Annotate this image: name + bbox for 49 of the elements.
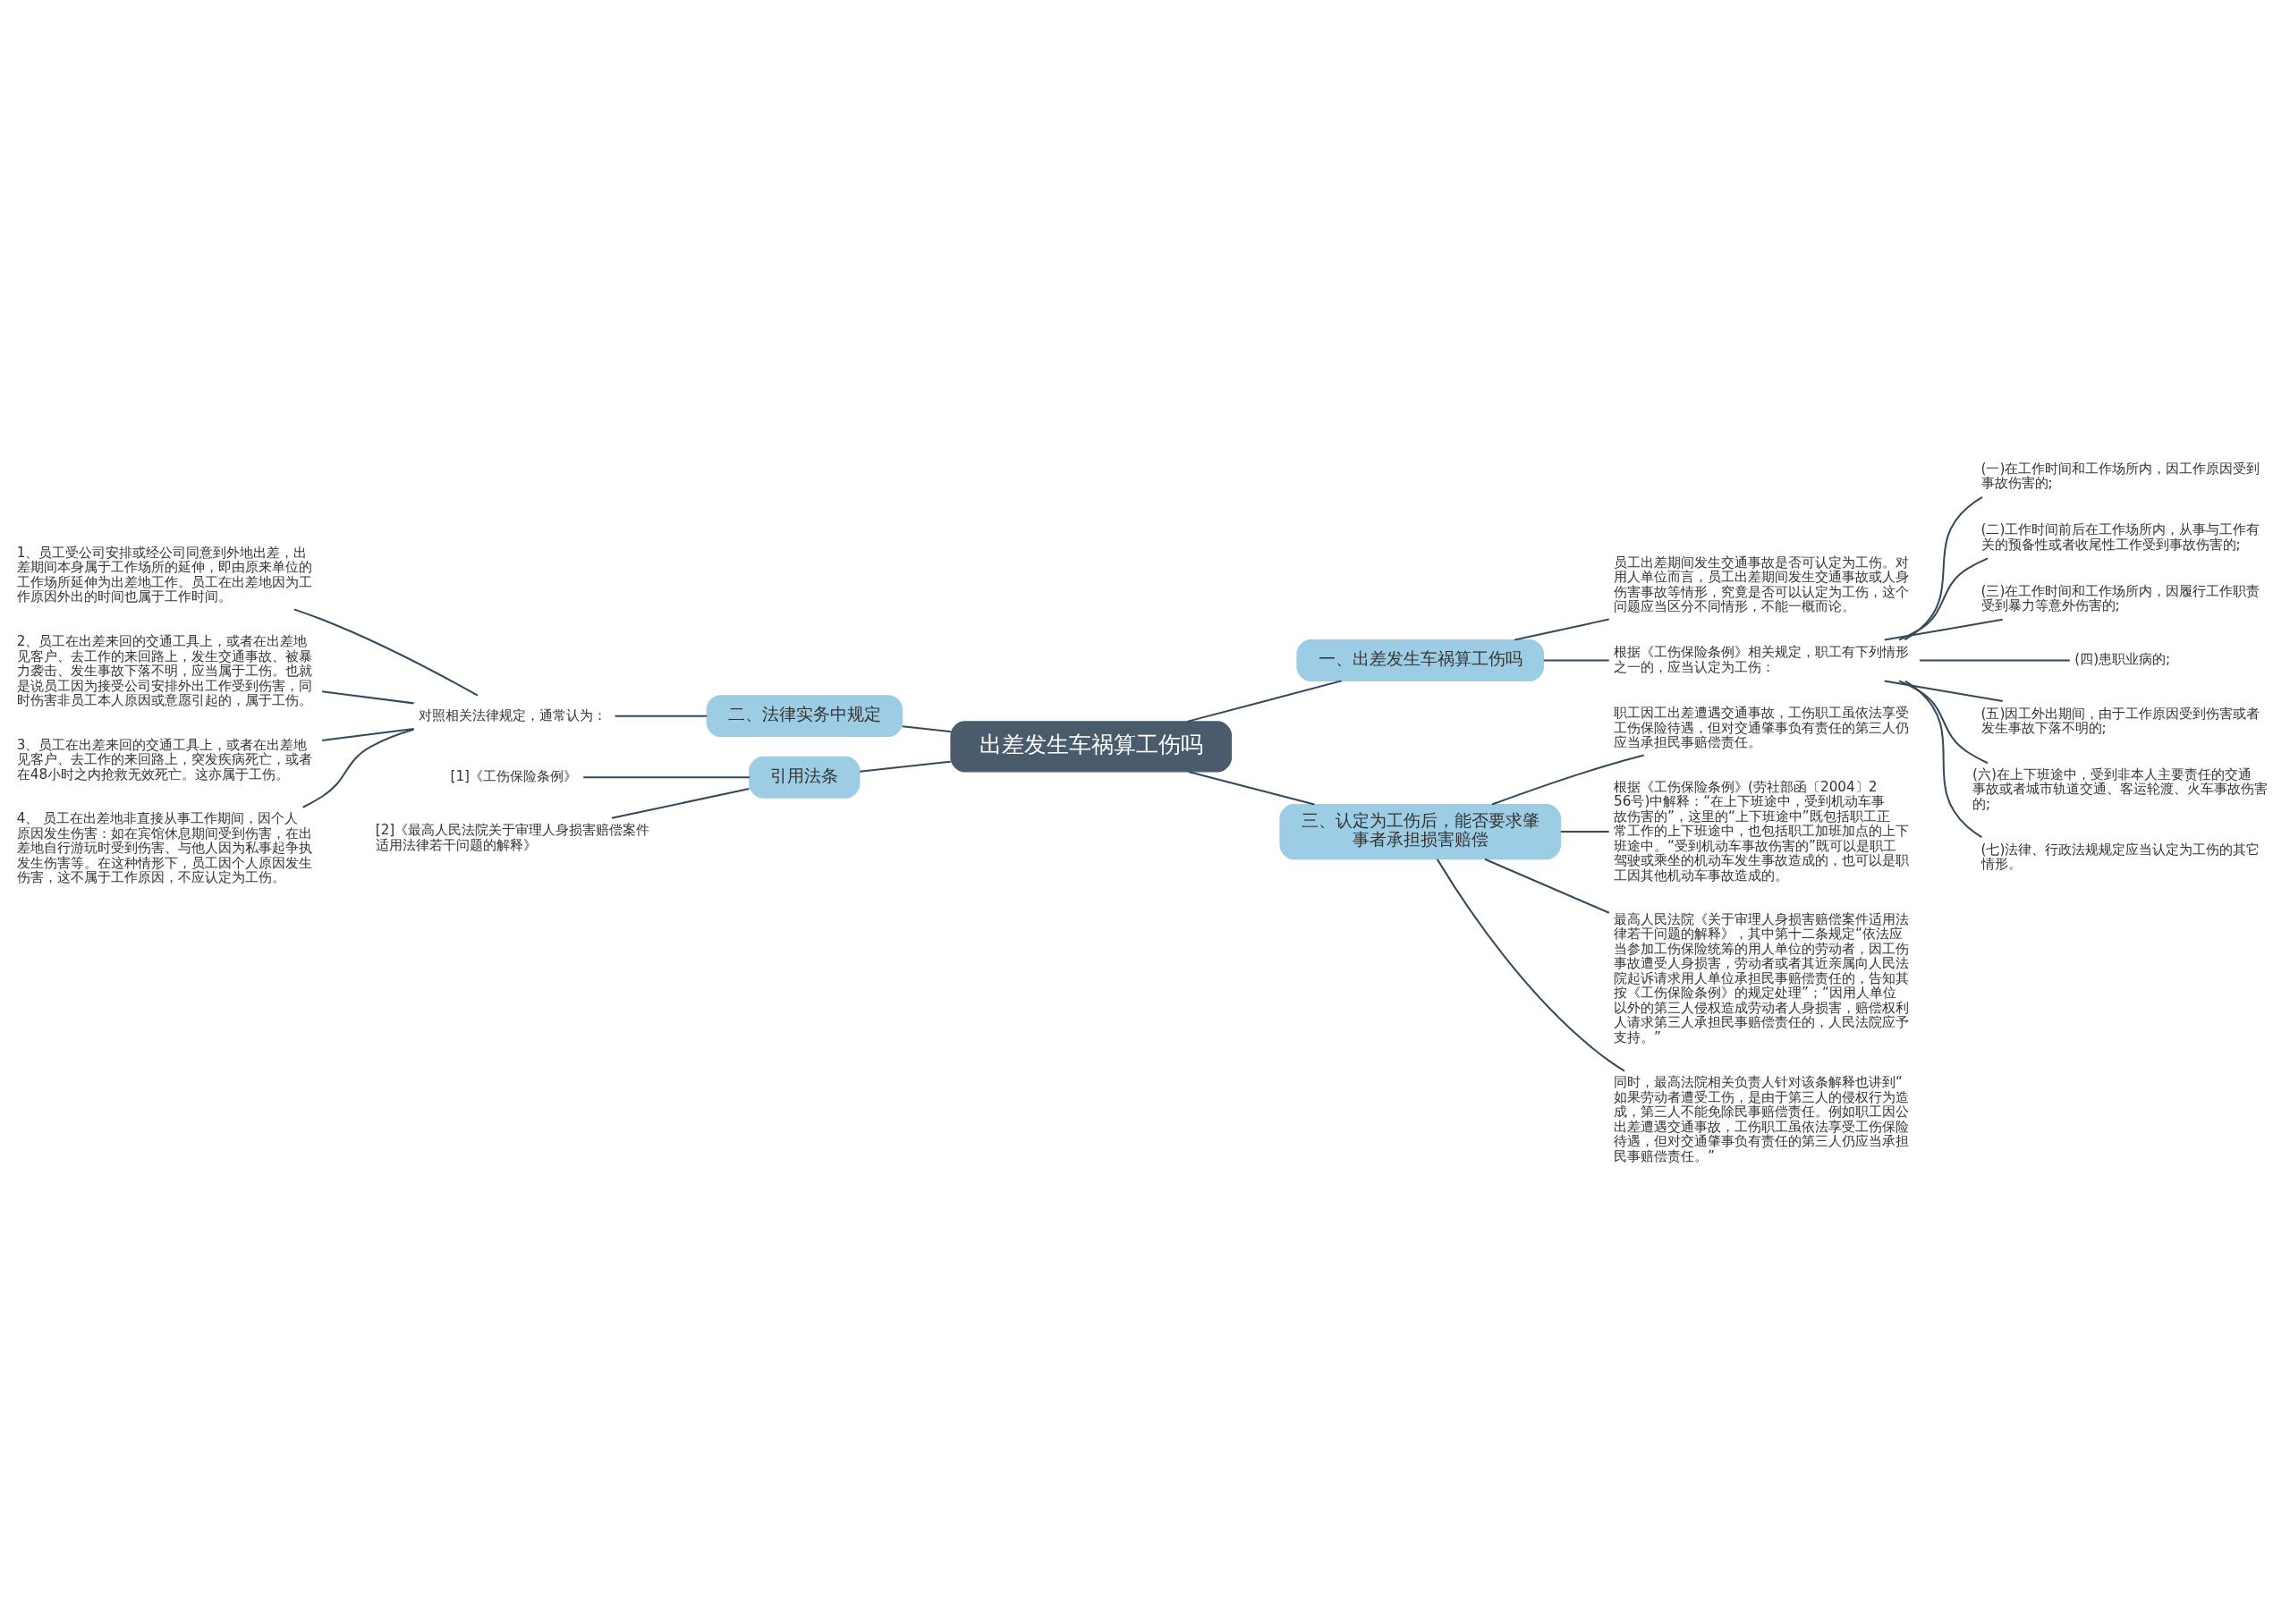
node-box: 引用法条 — [749, 756, 861, 799]
node-text: (二)工作时间前后在工作场所内，从事与工作有关的预备性或者收尾性工作受到事故伤害的; — [1980, 520, 2260, 553]
node-text: 根据《工伤保险条例》相关规定，职工有下列情形之一的，应当认定为工伤： — [1614, 643, 1910, 675]
connector — [1188, 770, 1315, 806]
connector — [1514, 618, 1609, 641]
node-text: (一)在工作时间和工作场所内，因工作原因受到事故伤害的; — [1980, 460, 2260, 491]
connector — [1560, 830, 1609, 833]
connector — [302, 728, 414, 808]
node-text: 最高人民法院《关于审理人身损害赔偿案件适用法律若干问题的解释》，其中第十二条规定“依法应当参加工伤保险统筹的用人单位的劳动者，因工伤事故遭受人身损害，劳动者或者其近亲属向人民法院起诉请求用人单位承担民事赔偿责任的，告知其按《工伤保险条例》的规定处理”；“因用人单位以外的第三人侵权造成劳动者人身损害，赔偿权利人请求第三人承担民事赔偿责任的，人民法院应予支持。” — [1614, 910, 1910, 1045]
node-text: (五)因工外出期间，由于工作原因受到伤害或者发生事故下落不明的; — [1980, 705, 2260, 736]
node-box: 三、认定为工伤后，能否要求肇事者承担损害赔偿 — [1279, 803, 1562, 859]
node-text: 对照相关法律规定，通常认为： — [418, 706, 606, 723]
connector — [615, 715, 708, 717]
connector — [293, 607, 479, 697]
connector — [1491, 754, 1644, 805]
node-text: (七)法律、行政法规规定应当认定为工伤的其它情形。 — [1980, 841, 2260, 872]
node-text: (六)在上下班途中，受到非本人主要责任的交通事故或者城市轨道交通、客运轮渡、火车事故伤害的; — [1972, 765, 2268, 812]
connector — [1904, 680, 1982, 838]
node-text: (四)患职业病的; — [2074, 650, 2171, 667]
node-box: 二、法律实务中规定 — [706, 694, 903, 737]
node-text: 同时，最高法院相关负责人针对该条解释也讲到“如果劳动者遭受工伤，是由于第三人的侵权行为造成，第三人不能免除民事赔偿责任。例如职工因公出差遭遇交通事故，工伤职工虽依法享受工伤保险待遇，但对交通肇事负有责任的第三人仍应当承担民事赔偿责任。” — [1614, 1073, 1910, 1164]
connector — [322, 689, 414, 704]
node-text: 2、员工在出差来回的交通工具上，或者在出差地见客户、去工作的来回路上，发生交通事故、被暴力袭击、发生事故下落不明，应当属于工伤。也就是说员工因为接受公司安排外出工作受到伤害，同时伤害非员工本人原因或意愿引起的，属于工伤。 — [16, 632, 312, 708]
node-text: 4、 员工在出差地非直接从事工作期间，因个人原因发生伤害：如在宾馆休息期间受到伤害，在出差地自行游玩时受到伤害、与他人因为私事起争执发生伤害等。在这种情形下，员工因个人原因发生伤害，这不属于工作原因，不应认定为工伤。 — [16, 809, 312, 885]
node-box: 一、出差发生车祸算工伤吗 — [1296, 639, 1544, 681]
node-box: 出差发生车祸算工伤吗 — [950, 720, 1233, 772]
connector — [1436, 858, 1625, 1071]
node-text: 3、员工在出差来回的交通工具上，或者在出差地见客户、去工作的来回路上，突发疾病死亡，或者在48小时之内抢救无效死亡。这亦属于工伤。 — [16, 736, 312, 782]
connector — [583, 775, 750, 778]
connector — [1898, 556, 1989, 640]
connector — [322, 727, 414, 741]
connector — [1186, 679, 1342, 723]
node-text: 职工因工出差遭遇交通事故，工伤职工虽依法享受工伤保险待遇，但对交通肇事负有责任的第三人仍应当承担民事赔偿责任。 — [1614, 704, 1910, 750]
connector — [860, 760, 951, 773]
connector — [1884, 679, 2003, 702]
node-text: [1]《工伤保险条例》 — [450, 767, 578, 784]
connector — [1543, 658, 1609, 661]
node-text: 根据《工伤保险条例》(劳社部函〔2004〕256号)中解释：“在上下班途中，受到机动车事故伤害的”，这里的“上下班途中”既包括职工正常工作的上下班途中，也包括职工加班加点的上下班途中。“受到机动车事故伤害的”既可以是职工驾驶或乘坐的机动车发生事故造成的，也可以是职工因其他机动车事故造成的。 — [1614, 778, 1910, 883]
connector — [1898, 679, 1989, 764]
connector — [611, 787, 750, 819]
connector — [902, 724, 951, 732]
node-text: 员工出差期间发生交通事故是否可认定为工伤。对用人单位而言，员工出差期间发生交通事故或人身伤害事故等情形，究竟是否可以认定为工伤，这个问题应当区分不同情形，不能一概而论。 — [1614, 554, 1910, 614]
node-text: 1、员工受公司安排或经公司同意到外地出差，出差期间本身属于工作场所的延伸，即由原来单位的工作场所延伸为出差地工作。员工在出差地因为工作原因外出的时间也属于工作时间。 — [16, 544, 312, 605]
connector — [1484, 858, 1610, 914]
connector — [1919, 658, 2070, 661]
node-text: [2]《最高人民法院关于审理人身损害赔偿案件适用法律若干问题的解释》 — [375, 821, 650, 853]
node-text: (三)在工作时间和工作场所内，因履行工作职责受到暴力等意外伤害的; — [1980, 582, 2260, 613]
connector — [1884, 618, 2003, 641]
connector — [1904, 495, 1983, 640]
